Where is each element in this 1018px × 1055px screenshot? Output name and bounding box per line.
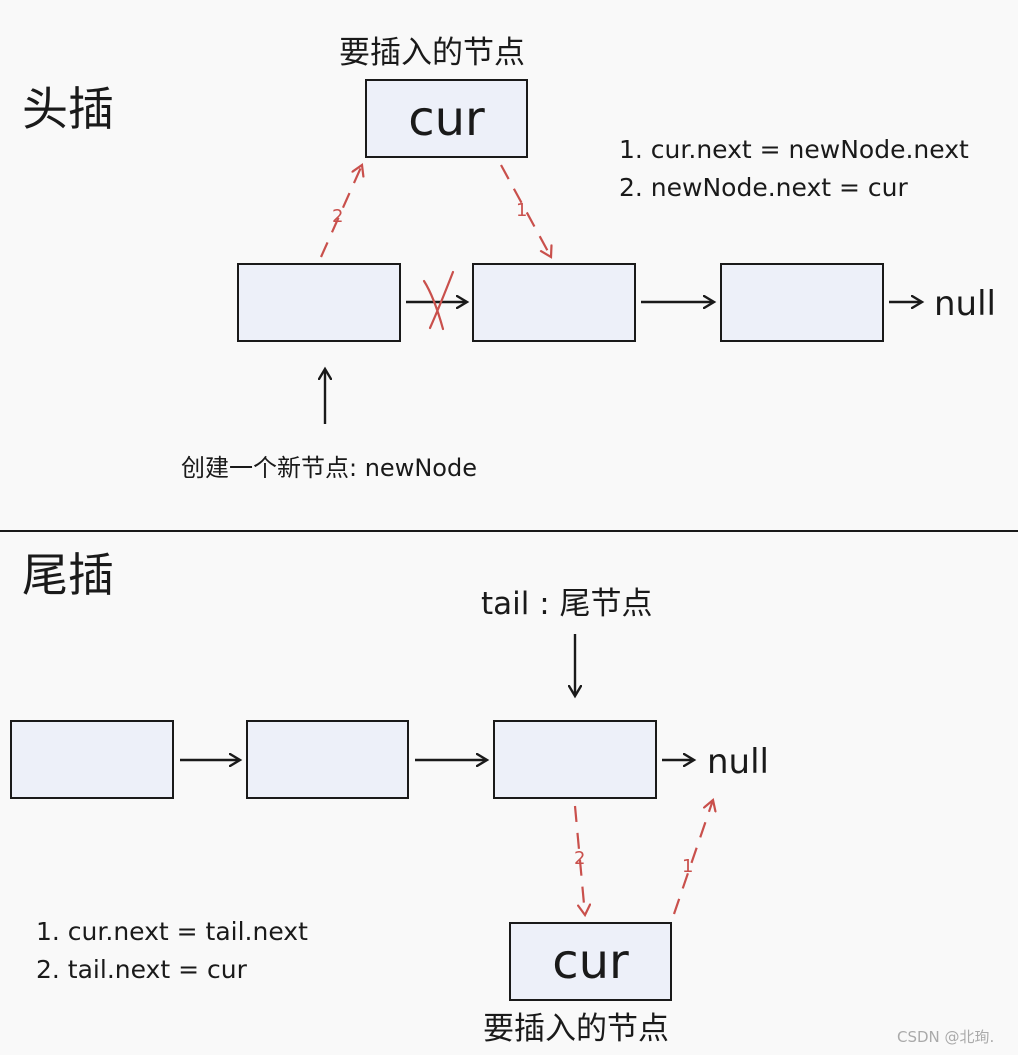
head-insert-title: 头插 — [22, 82, 114, 136]
tail-node-tail — [493, 720, 657, 799]
head-step-1-arrow — [500, 164, 551, 257]
tail-node-2 — [246, 720, 409, 799]
head-null-label: null — [934, 284, 996, 324]
tail-cur-label: cur — [552, 933, 629, 990]
broken-link-cross — [422, 270, 455, 331]
tail-insert-title: 尾插 — [22, 548, 114, 602]
tail-node-caption: tail : 尾节点 — [481, 586, 653, 622]
tail-null-label: null — [707, 742, 769, 782]
watermark: CSDN @北珣. — [897, 1028, 995, 1046]
tail-step-2-arrow — [573, 805, 585, 915]
tail-steps: 1. cur.next = tail.next 2. tail.next = c… — [36, 913, 308, 989]
head-step-2: 2. newNode.next = cur — [619, 173, 908, 202]
head-step-2-arrow-label: 2 — [332, 206, 343, 227]
head-node-new — [237, 263, 401, 342]
tail-node-1 — [10, 720, 174, 799]
head-step-2-arrow — [319, 165, 362, 258]
tail-step-1: 1. cur.next = tail.next — [36, 917, 308, 946]
tail-step-2: 2. tail.next = cur — [36, 955, 247, 984]
tail-step-2-arrow-label: 2 — [574, 848, 585, 869]
head-node-2 — [472, 263, 636, 342]
head-cur-node: cur — [365, 79, 528, 158]
head-cur-label: cur — [408, 90, 485, 147]
tail-step-1-arrow — [672, 800, 713, 915]
head-steps: 1. cur.next = newNode.next 2. newNode.ne… — [619, 131, 969, 207]
tail-insert-node-caption: 要插入的节点 — [483, 1011, 669, 1047]
head-step-1-arrow-label: 1 — [516, 200, 527, 221]
tail-step-1-arrow-label: 1 — [682, 856, 693, 877]
section-divider — [0, 530, 1018, 532]
head-insert-node-caption: 要插入的节点 — [339, 35, 525, 71]
new-node-note: 创建一个新节点: newNode — [181, 454, 477, 482]
tail-cur-node: cur — [509, 922, 672, 1001]
head-node-3 — [720, 263, 884, 342]
head-step-1: 1. cur.next = newNode.next — [619, 135, 969, 164]
